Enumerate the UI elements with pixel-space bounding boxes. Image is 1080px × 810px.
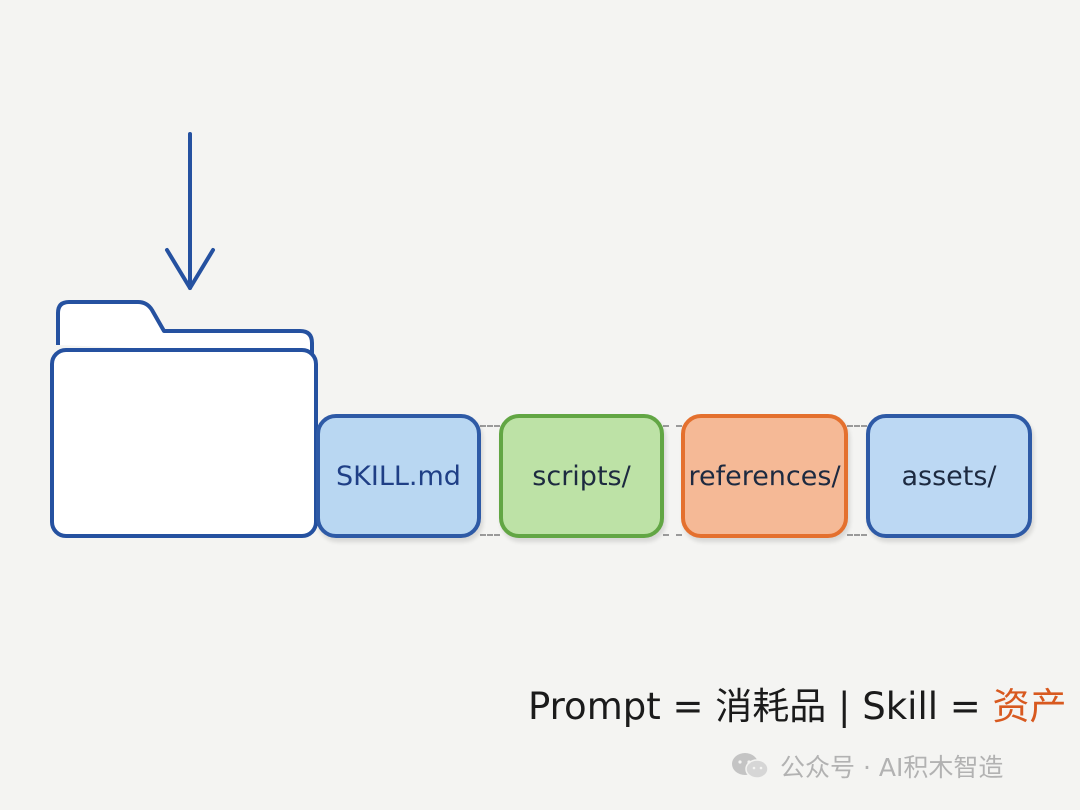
slogan-prompt-part: Prompt = 消耗品 | Skill = bbox=[528, 685, 993, 728]
watermark: 公众号 · AI积木智造 bbox=[730, 748, 1003, 784]
assets-box: assets/ bbox=[866, 414, 1032, 538]
connector-dash-1 bbox=[480, 425, 500, 427]
scripts-label: scripts/ bbox=[532, 460, 631, 492]
connector-dash-2 bbox=[480, 534, 500, 536]
watermark-text: 公众号 · AI积木智造 bbox=[780, 753, 1004, 782]
connector-dash-4 bbox=[663, 534, 682, 536]
skill-md-box: SKILL.md bbox=[316, 414, 481, 538]
skill-md-label: SKILL.md bbox=[336, 460, 461, 492]
assets-label: assets/ bbox=[901, 460, 997, 492]
wechat-icon bbox=[732, 753, 769, 779]
scripts-box: scripts/ bbox=[499, 414, 664, 538]
slogan-asset-word: 资产 bbox=[992, 685, 1067, 728]
folder-back-icon bbox=[56, 300, 314, 355]
slogan-text: Prompt = 消耗品 | Skill = 资产 bbox=[528, 676, 1067, 730]
connector-dash-3 bbox=[663, 425, 682, 427]
down-arrow-icon bbox=[165, 132, 215, 290]
references-label: references/ bbox=[688, 460, 841, 492]
references-box: references/ bbox=[681, 414, 848, 538]
connector-dash-5 bbox=[847, 425, 867, 427]
folder-icon bbox=[50, 348, 318, 538]
connector-dash-6 bbox=[847, 534, 867, 536]
